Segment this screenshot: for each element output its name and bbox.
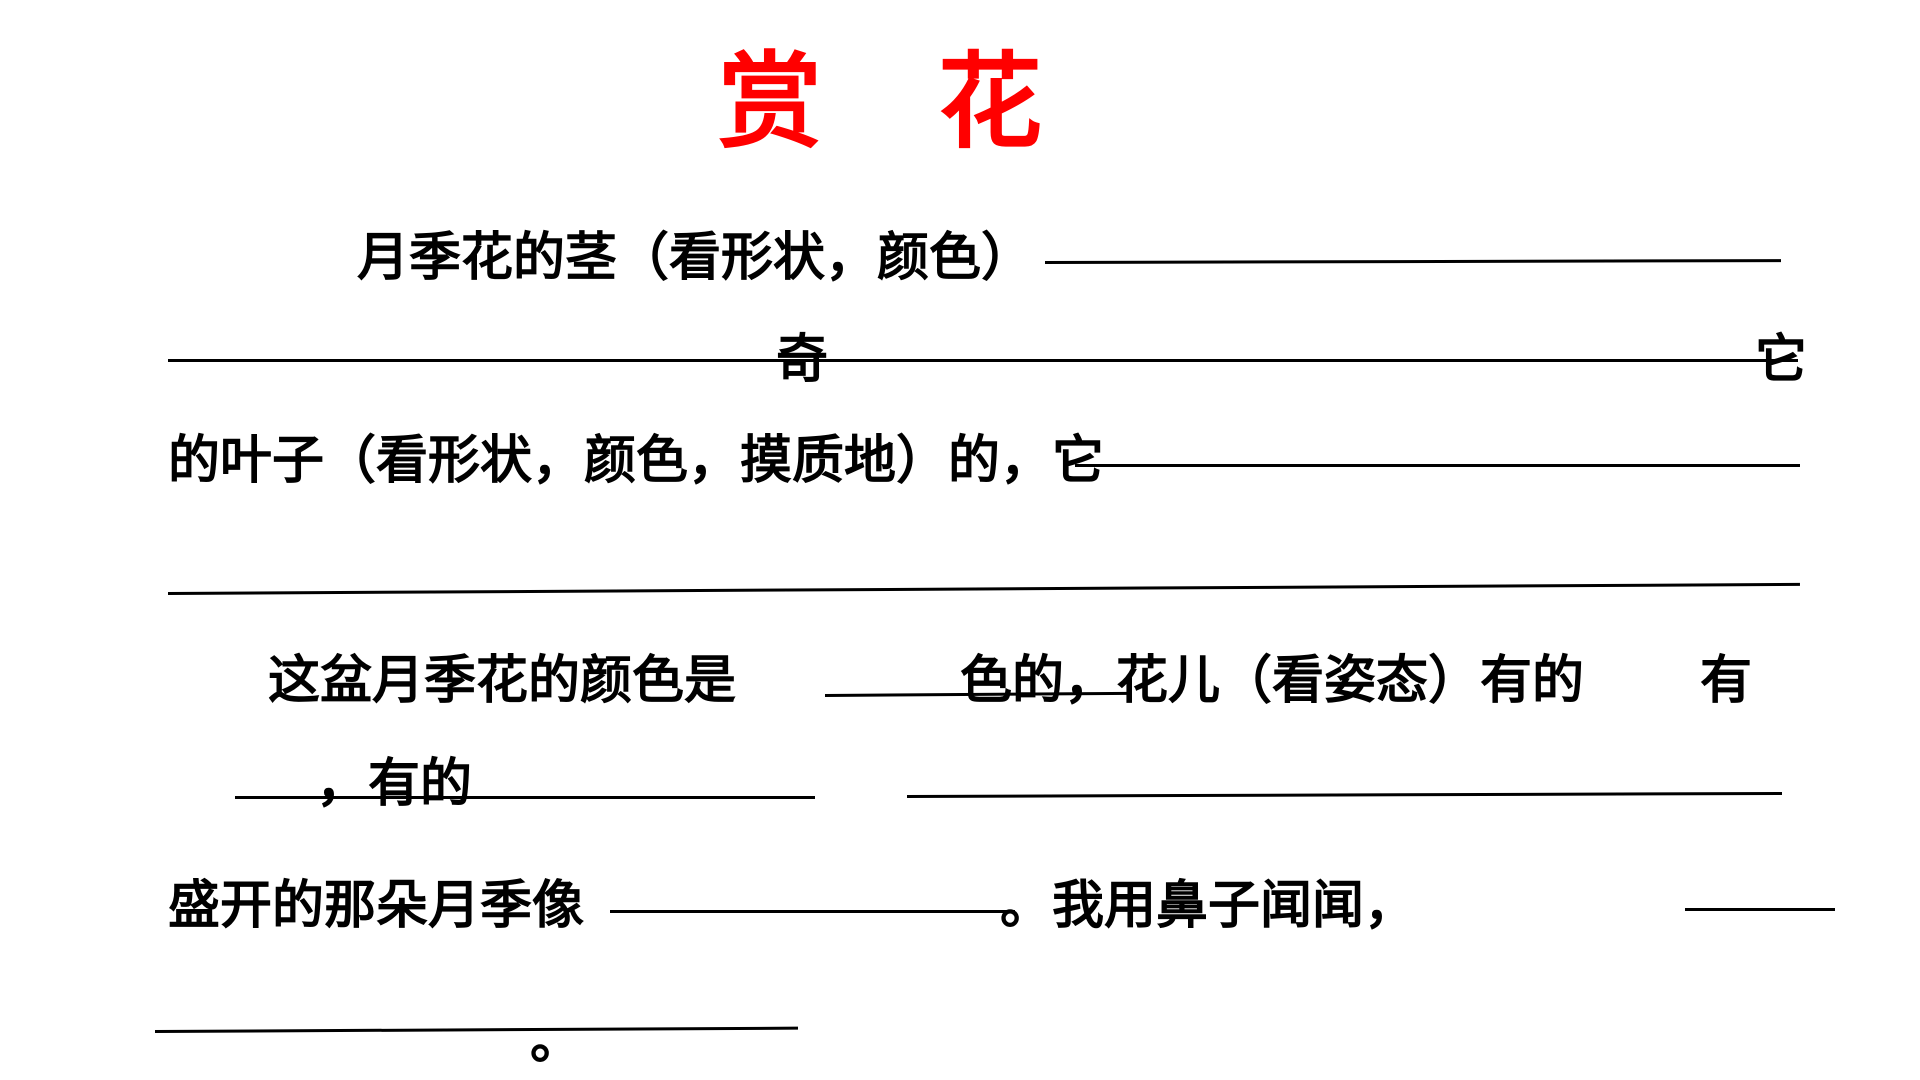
blank-smell [1685, 908, 1835, 911]
leaf-prompt: 的叶子（看形状，颜色，摸质地）的，它 [168, 431, 1105, 491]
blank-posture-2 [906, 791, 1782, 798]
posture-you-1: 有 [1700, 651, 1753, 711]
posture-you-2: ，有的 [316, 754, 473, 814]
color-prompt: 这盆月季花的颜色是 [268, 651, 737, 711]
blank-stem-line2 [168, 359, 1798, 362]
posture-prompt: 色的，花儿（看姿态）有的 [960, 651, 1585, 711]
blank-leaf [1075, 464, 1800, 467]
page-title: 赏 花 [717, 41, 1083, 163]
simile-prompt: 盛开的那朵月季像 [168, 876, 585, 936]
blank-posture-1 [235, 796, 815, 799]
stem-center-word: 奇 [776, 330, 829, 390]
blank-stem [1044, 259, 1782, 264]
final-period: 。 [530, 1011, 583, 1071]
smell-prompt: 。我用鼻子闻闻， [1000, 876, 1417, 936]
stem-prompt: 月季花的茎（看形状，颜色） [357, 228, 1034, 288]
blank-simile [610, 910, 1015, 913]
stem-end-word: 它 [1755, 330, 1808, 390]
blank-smell-line2 [154, 1026, 798, 1033]
blank-leaf-line2 [167, 582, 1800, 595]
